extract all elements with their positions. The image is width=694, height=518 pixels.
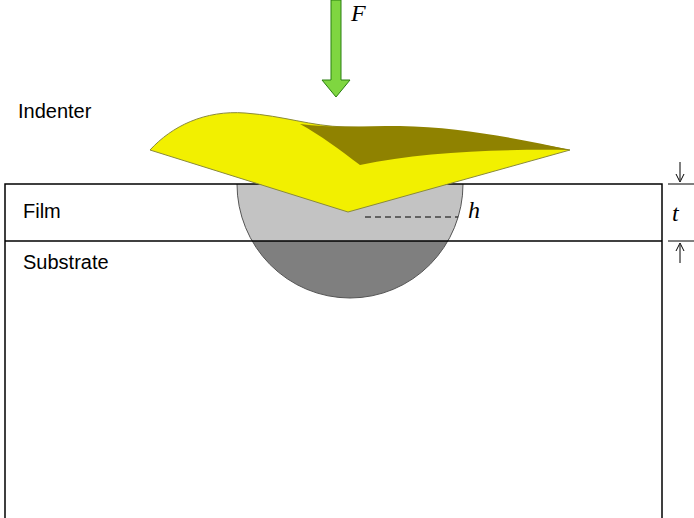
force-arrow: [322, 0, 350, 97]
indenter-shadow: [300, 124, 570, 165]
thickness-arrow: [680, 162, 681, 180]
indenter-body: [150, 113, 570, 212]
thickness-arrow: [680, 245, 681, 263]
interface-line: [5, 240, 662, 242]
specimen-outline: [5, 184, 662, 518]
layer-label: Substrate: [23, 251, 109, 274]
depth-line: [365, 217, 458, 218]
thickness-arrowhead: [676, 174, 684, 182]
depth-label: h: [468, 197, 480, 223]
part-label: Indenter: [18, 100, 91, 122]
substrate-layer: Substrate: [5, 241, 662, 518]
plastic-zone-substrate: [237, 241, 463, 298]
layer-label: Film: [23, 200, 61, 223]
thickness-tick: [668, 184, 694, 185]
film-layer: Film: [5, 184, 662, 241]
force-label: F: [351, 0, 366, 26]
thickness-arrowhead: [676, 243, 684, 251]
thickness-label: t: [672, 200, 679, 226]
thickness-tick: [668, 241, 694, 242]
